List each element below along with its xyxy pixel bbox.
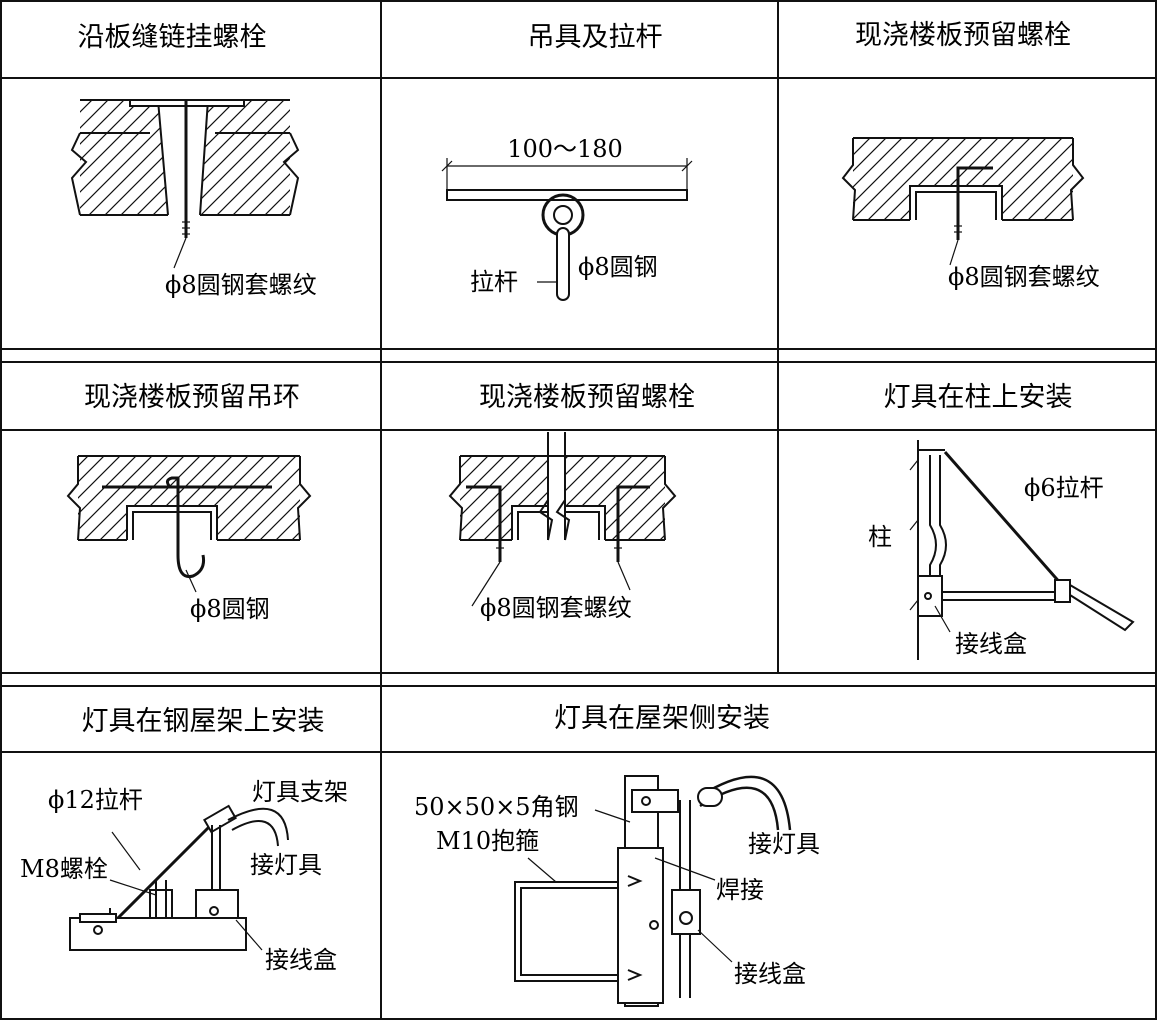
- label-span-dimension: 100～180: [507, 135, 623, 163]
- label-junction-box-2: 接线盒: [265, 946, 337, 974]
- header-hanger-and-rod: 吊具及拉杆: [528, 22, 663, 53]
- drawing-seam-chain-bolt: ϕ8圆钢套螺纹: [70, 99, 317, 299]
- header-cast-slab-bolt-2: 现浇楼板预留螺栓: [479, 382, 695, 413]
- header-cast-slab-bolt-1: 现浇楼板预留螺栓: [855, 20, 1071, 51]
- label-pull-rod: 拉杆: [470, 268, 518, 296]
- drawing-cast-slab-bolt-2: ϕ8圆钢套螺纹: [448, 432, 677, 622]
- drawing-cast-slab-ring: ϕ8圆钢: [66, 455, 312, 623]
- label-to-lamp-1: 接灯具: [250, 851, 322, 879]
- label-angle-steel: 50×50×5角钢: [414, 793, 579, 821]
- header-steel-truss-mount: 灯具在钢屋架上安装: [82, 706, 325, 737]
- label-rod-8: ϕ8圆钢: [578, 253, 658, 281]
- header-column-mount: 灯具在柱上安装: [884, 382, 1073, 413]
- label-rod-6: ϕ6拉杆: [1024, 474, 1104, 502]
- label-weld: 焊接: [716, 876, 764, 904]
- label-junction-box-1: 接线盒: [955, 630, 1027, 658]
- label-m10-clamp: M10抱箍: [436, 827, 539, 855]
- drawing-cast-slab-bolt-1: ϕ8圆钢套螺纹: [841, 137, 1100, 291]
- header-truss-side-mount: 灯具在屋架侧安装: [554, 703, 770, 734]
- label-rod-thread-3: ϕ8圆钢套螺纹: [480, 594, 632, 622]
- label-junction-box-3: 接线盒: [734, 960, 806, 988]
- drawing-hanger-and-rod: 100～180 拉杆 ϕ8圆钢: [441, 135, 693, 301]
- drawing-truss-side-mount: 50×50×5角钢 M10抱箍 接灯具 焊接 接线盒: [414, 775, 820, 1007]
- label-m8-bolt: M8螺栓: [20, 855, 108, 883]
- label-rod-12: ϕ12拉杆: [48, 786, 143, 814]
- drawing-column-mount: ϕ6拉杆 柱 接线盒: [868, 440, 1135, 660]
- header-seam-chain-bolt: 沿板缝链挂螺栓: [78, 22, 267, 53]
- label-rod-thread-1: ϕ8圆钢套螺纹: [165, 271, 317, 299]
- drawing-steel-truss-mount: ϕ12拉杆 灯具支架 M8螺栓 接灯具 接线盒: [20, 778, 348, 974]
- label-lamp-support: 灯具支架: [252, 778, 348, 806]
- label-rod-8-ring: ϕ8圆钢: [190, 595, 270, 623]
- header-cast-slab-ring: 现浇楼板预留吊环: [84, 382, 300, 413]
- label-rod-thread-2: ϕ8圆钢套螺纹: [948, 263, 1100, 291]
- label-to-lamp-2: 接灯具: [748, 830, 820, 858]
- label-column: 柱: [868, 523, 892, 551]
